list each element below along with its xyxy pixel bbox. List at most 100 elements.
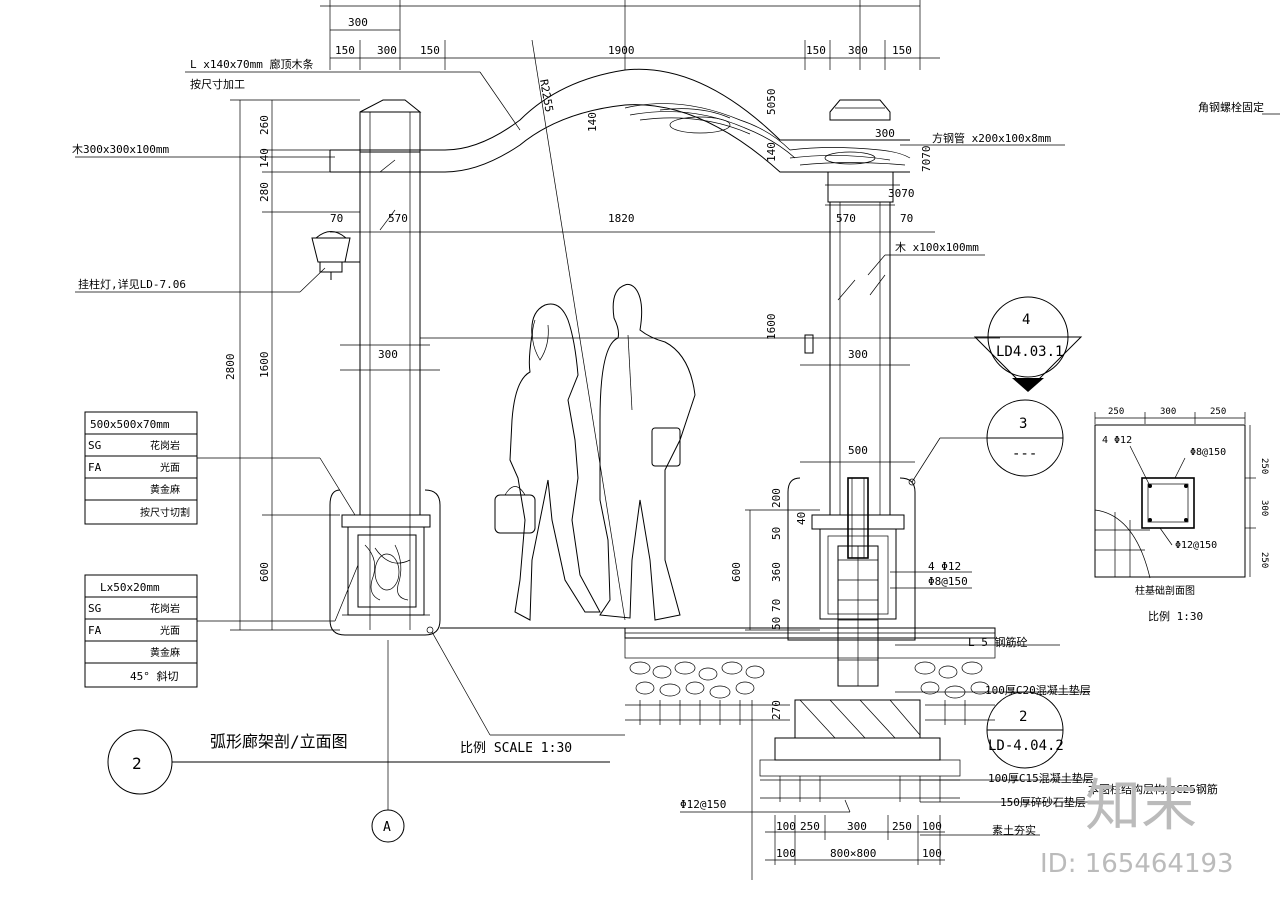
spec-1-header: 500x500x70mm xyxy=(90,418,170,431)
wood-cap-label: 木300x300x100mm xyxy=(72,143,169,156)
spec-2-text-1: 光面 xyxy=(160,624,180,637)
watermark: 知末 ID: 165464193 xyxy=(1040,774,1234,879)
detail-ref-2-num: 2 xyxy=(1019,709,1027,725)
wall-lamp: 挂柱灯,详见LD-7.06 xyxy=(75,231,361,293)
title-block: 2 弧形廊架剖/立面图 比例 SCALE 1:30 xyxy=(107,626,625,795)
dim-7070: 7070 xyxy=(920,146,933,173)
left-base xyxy=(329,489,441,636)
plan-rebar-b: Φ8@150 xyxy=(1190,447,1226,458)
spec-1-text-2: 黄金麻 xyxy=(150,483,180,496)
mid-dimensions: 70 570 1820 570 70 xyxy=(330,212,1000,339)
dim-1600: 1600 xyxy=(258,352,271,379)
dim-140-right: 140 xyxy=(765,142,778,162)
spec-2-header: Lx50x20mm xyxy=(100,581,160,594)
arc-radius: R2255 xyxy=(531,39,626,621)
dim-top-1900: 1900 xyxy=(608,44,635,57)
dim-top-150d: 150 xyxy=(892,44,912,57)
dim-600: 600 xyxy=(258,562,271,582)
dim-70-left: 70 xyxy=(330,212,343,225)
dim-5050: 5050 xyxy=(765,89,778,116)
drawing-title: 弧形廊架剖/立面图 xyxy=(210,732,348,751)
spec-table-1: 500x500x70mm SG 花岗岩 FA 光面 黄金麻 按尺寸切割 xyxy=(84,411,356,525)
left-post: 300 xyxy=(340,99,440,630)
dim-bottom-800: 800×800 xyxy=(830,847,876,860)
steel-pipe-callout: 方钢管 x200x100x8mm xyxy=(932,131,1051,145)
radius-label: R2255 xyxy=(537,78,556,113)
plan-dim-side-2: 250 xyxy=(1259,552,1269,568)
dim-570-left: 570 xyxy=(388,212,408,225)
axis-marker: A xyxy=(371,640,405,843)
plan-rebar-c: Φ12@150 xyxy=(1175,540,1217,551)
plan-dim-top-1: 300 xyxy=(1160,407,1176,417)
angle-bolt-callout: 角钢螺栓固定 xyxy=(1198,100,1264,114)
dim-500: 500 xyxy=(848,444,868,457)
axis-label: A xyxy=(383,820,391,835)
post-width-right: 300 xyxy=(848,348,868,361)
dim-bottom-300: 300 xyxy=(847,820,867,833)
spec-1-text-0: 花岗岩 xyxy=(150,439,180,452)
dim-140: 140 xyxy=(258,148,271,168)
dim-360-pier: 360 xyxy=(770,562,783,582)
detail-ref-3-ref: --- xyxy=(1012,446,1037,462)
people-figures xyxy=(494,283,696,621)
dim-3070: 3070 xyxy=(888,187,915,200)
detail-ref-2-ref: LD-4.04.2 xyxy=(988,738,1064,754)
spec-2-code-0: SG xyxy=(88,602,101,615)
top-dimension-chain: 300 150 300 150 1900 150 300 150 xyxy=(320,0,940,70)
dim-top-300c: 300 xyxy=(848,44,868,57)
spec-2-text-3: 45° 斜切 xyxy=(130,670,179,683)
spec-table-2: Lx50x20mm SG 花岗岩 FA 光面 黄金麻 45° 斜切 xyxy=(84,564,359,688)
post-width-left: 300 xyxy=(378,348,398,361)
detail-ref-4[interactable]: 4 LD4.03.1 xyxy=(973,296,1083,392)
left-vertical-dims: 260 140 280 2800 1600 600 xyxy=(224,99,360,631)
bottom-dimensions: 100 250 300 250 100 100 800×800 100 xyxy=(751,700,945,880)
wood-grain-hatch xyxy=(624,103,911,166)
detail-ref-4-ref: LD4.03.1 xyxy=(996,344,1063,360)
plan-dim-top-2: 250 xyxy=(1210,407,1226,417)
dim-1820: 1820 xyxy=(608,212,635,225)
spec-1-text-1: 光面 xyxy=(160,461,180,474)
dim-200-pier: 200 xyxy=(770,488,783,508)
dim-top-150c: 150 xyxy=(806,44,826,57)
plan-rebar-a: 4 Φ12 xyxy=(1102,435,1132,446)
detail-ref-3[interactable]: 3 --- xyxy=(908,399,1064,486)
plan-dim-side-1: 300 xyxy=(1259,500,1269,516)
foundation-plan: 250 300 250 250 300 250 4 Φ12 Φ8@150 Φ12… xyxy=(1094,407,1269,623)
plan-title: 柱基础剖面图 xyxy=(1135,584,1195,597)
dim-140-beam: 140 xyxy=(586,112,599,132)
wood-post-callout: 木 x100x100mm xyxy=(895,241,979,254)
drawing-scale: 比例 SCALE 1:30 xyxy=(460,741,572,756)
ground-layers: L 5 钢筋砼 100厚C20混凝土垫层 100厚C15混凝土垫层 150厚碎砂… xyxy=(440,627,1218,837)
spec-1-code-0: SG xyxy=(88,439,101,452)
layer-callout-5: 素土夯实 xyxy=(992,823,1036,837)
layer-callout-1: L 5 钢筋砼 xyxy=(968,635,1028,649)
dim-600-pier: 600 xyxy=(730,562,743,582)
lamp-callout: 挂柱灯,详见LD-7.06 xyxy=(78,277,186,291)
rebar-callout-1: 4 Φ12 xyxy=(928,560,961,573)
dim-280: 280 xyxy=(258,182,271,202)
pier-foundation: 500 200 40 50 360 600 70 50 270 4 Φ12 Φ8… xyxy=(730,444,972,761)
curved-beam: L x140x70mm 廊顶木条 按尺寸加工 xyxy=(185,57,911,173)
bottom-rebar-callout: Φ12@150 xyxy=(680,798,726,811)
dim-top-150a: 150 xyxy=(335,44,355,57)
dim-bottom-250a: 250 xyxy=(800,820,820,833)
dim-50-pier: 50 xyxy=(770,527,783,540)
wood-cap-callout: 木300x300x100mm xyxy=(72,143,335,158)
dim-40-pier: 40 xyxy=(795,512,808,525)
plan-scale: 比例 1:30 xyxy=(1148,609,1203,623)
dim-570-right: 570 xyxy=(836,212,856,225)
spec-2-text-0: 花岗岩 xyxy=(150,602,180,615)
spec-2-code-1: FA xyxy=(88,624,102,637)
rebar-callout-2: Φ8@150 xyxy=(928,575,968,588)
dim-bottom-100d: 100 xyxy=(922,847,942,860)
dim-260: 260 xyxy=(258,115,271,135)
watermark-id: ID: 165464193 xyxy=(1040,849,1234,879)
dim-2800: 2800 xyxy=(224,354,237,381)
dim-bottom-100c: 100 xyxy=(776,847,796,860)
detail-ref-2[interactable]: 2 LD-4.04.2 xyxy=(986,691,1064,769)
layer-callout-4: 150厚碎砂石垫层 xyxy=(1000,795,1086,809)
plan-dim-side-0: 250 xyxy=(1259,458,1269,474)
detail-ref-3-num: 3 xyxy=(1019,416,1027,432)
dim-bottom-100a: 100 xyxy=(776,820,796,833)
